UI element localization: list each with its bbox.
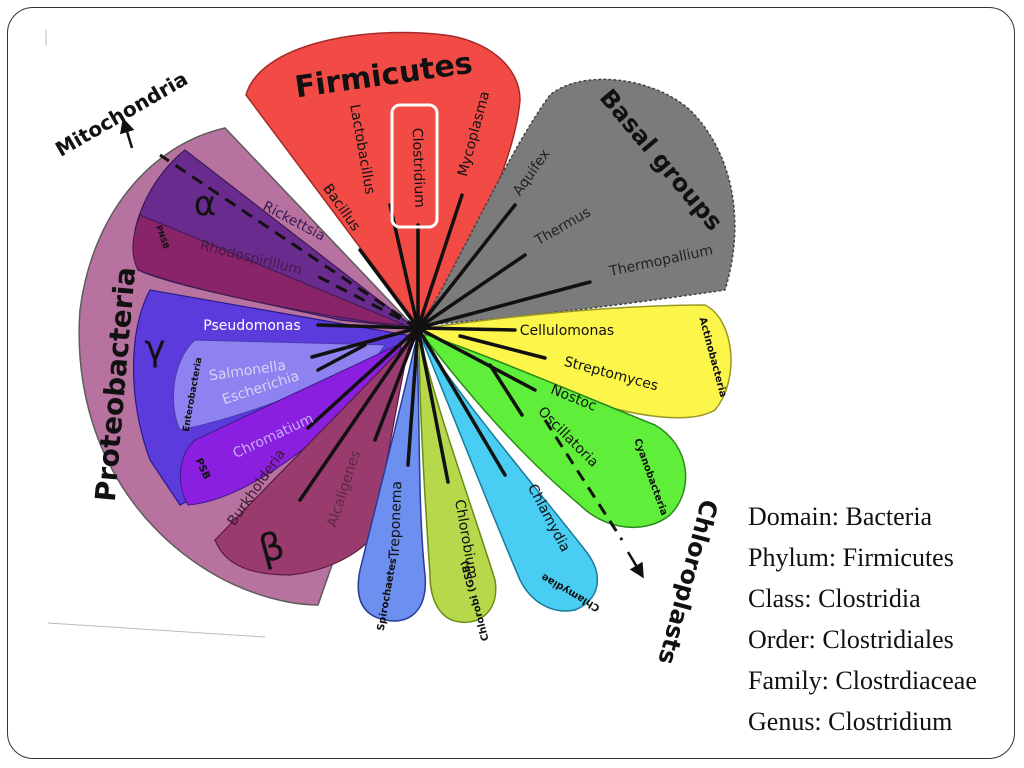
pnsb-sublobe [132, 214, 406, 326]
mitochondria-arrow [120, 117, 135, 149]
label-pseudomonas: Pseudomonas [203, 318, 300, 334]
chlorobi-lobe [418, 340, 497, 624]
taxonomic-classification-list: Domain: Bacteria Phylum: Firmicutes Clas… [748, 496, 977, 742]
tree-branches [298, 193, 592, 502]
label-cellulomonas: Cellulomonas [520, 323, 614, 339]
slide-artifact-lines [45, 30, 266, 638]
dashed-branches [159, 153, 624, 541]
cyanobacteria-lobe [424, 332, 687, 528]
clostridium-highlight-box [390, 103, 439, 229]
label-alpha: α [194, 184, 216, 224]
classification-phylum: Phylum: Firmicutes [748, 543, 954, 572]
label-chloroplasts: Chloroplasts [652, 497, 723, 668]
label-mitochondria: Mitochondria [51, 66, 192, 161]
beta-lobe [214, 338, 412, 576]
label-clostridium: Clostridium [409, 128, 428, 208]
spirochaetes-lobe [357, 339, 427, 622]
label-gamma: γ [144, 328, 165, 369]
classification-order: Order: Clostridiales [748, 625, 954, 654]
classification-genus: Genus: Clostridium [748, 707, 953, 736]
classification-class: Class: Clostridia [748, 584, 921, 613]
chloroplasts-arrow [626, 551, 644, 579]
classification-domain: Domain: Bacteria [748, 502, 933, 531]
classification-family: Family: Clostrdiaceae [748, 666, 977, 695]
basal-groups-lobe [420, 78, 736, 326]
label-treponema: Treponema [387, 481, 406, 560]
